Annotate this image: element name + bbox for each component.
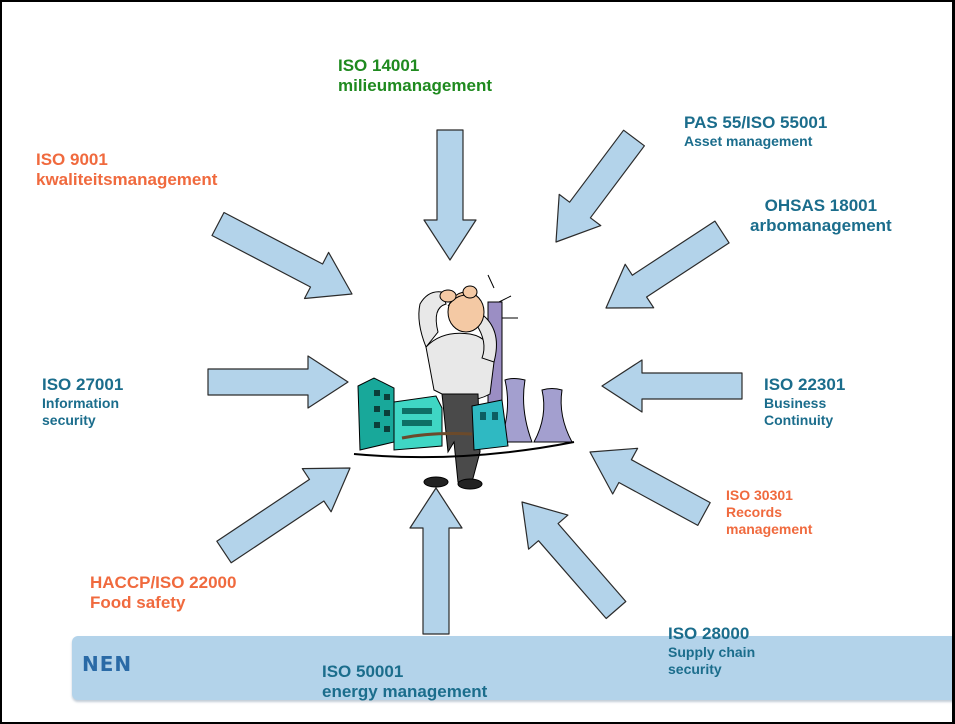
- arrow-from-haccp: [216, 467, 351, 564]
- footer-band: [72, 636, 952, 700]
- label-iso-9001-code: ISO 9001: [36, 150, 108, 169]
- label-iso-28000-code: ISO 28000: [668, 624, 750, 643]
- label-haccp-name: Food safety: [90, 593, 186, 613]
- nen-logo: NEN: [82, 652, 133, 676]
- label-iso-28000: ISO 28000 Supply chain security: [668, 624, 755, 678]
- label-iso-30301-name-2: management: [726, 520, 813, 537]
- arrow-from-iso-30301: [589, 447, 711, 527]
- label-iso-22301-code: ISO 22301: [764, 375, 846, 394]
- arrow-from-iso-9001: [211, 211, 353, 300]
- arrow-from-iso-14001: [423, 129, 477, 261]
- arrow-from-iso-50001: [409, 487, 463, 635]
- label-iso-28000-name-2: security: [668, 661, 722, 678]
- label-iso-9001: ISO 9001 kwaliteitsmanagement: [36, 150, 217, 191]
- label-iso-28000-name: Supply chain: [668, 644, 756, 661]
- label-iso-27001-name-2: security: [42, 412, 96, 429]
- label-iso-14001-code: ISO 14001: [338, 56, 420, 75]
- label-iso-22301-name: Business: [764, 395, 827, 412]
- label-iso-50001: ISO 50001 energy management: [322, 662, 487, 703]
- label-iso-30301: ISO 30301 Records management: [726, 487, 812, 537]
- label-iso-22301: ISO 22301 Business Continuity: [764, 375, 845, 429]
- label-iso-27001-name: Information: [42, 395, 119, 412]
- label-iso-27001: ISO 27001 Information security: [42, 375, 123, 429]
- label-iso-14001: ISO 14001 milieumanagement: [338, 56, 492, 97]
- label-iso-50001-code: ISO 50001: [322, 662, 404, 681]
- label-pas-55-code: PAS 55/ISO 55001: [684, 113, 828, 132]
- manager-factory-icon: [353, 274, 575, 490]
- label-iso-50001-name: energy management: [322, 682, 488, 702]
- label-iso-30301-code: ISO 30301: [726, 487, 793, 503]
- arrow-from-iso-22301: [601, 359, 743, 413]
- label-iso-27001-code: ISO 27001: [42, 375, 124, 394]
- arrow-from-iso-27001: [207, 355, 349, 409]
- label-haccp-iso-22000: HACCP/ISO 22000 Food safety: [90, 573, 236, 614]
- label-pas-55-name: Asset management: [684, 133, 813, 150]
- label-ohsas-18001-code: OHSAS 18001: [764, 196, 878, 215]
- label-iso-14001-name: milieumanagement: [338, 76, 492, 96]
- label-ohsas-18001: OHSAS 18001 arbomanagement: [750, 196, 892, 237]
- label-haccp-code: HACCP/ISO 22000: [90, 573, 237, 592]
- label-iso-9001-name: kwaliteitsmanagement: [36, 170, 218, 190]
- label-iso-22301-name-2: Continuity: [764, 412, 834, 429]
- arrow-from-ohsas-18001: [605, 220, 730, 309]
- arrow-from-iso-28000: [521, 501, 627, 620]
- label-pas-55: PAS 55/ISO 55001 Asset management: [684, 113, 827, 150]
- arrows-group: [207, 129, 743, 635]
- arrow-from-pas-55: [555, 129, 646, 243]
- label-ohsas-18001-name: arbomanagement: [750, 216, 892, 236]
- label-iso-30301-name: Records: [726, 503, 783, 520]
